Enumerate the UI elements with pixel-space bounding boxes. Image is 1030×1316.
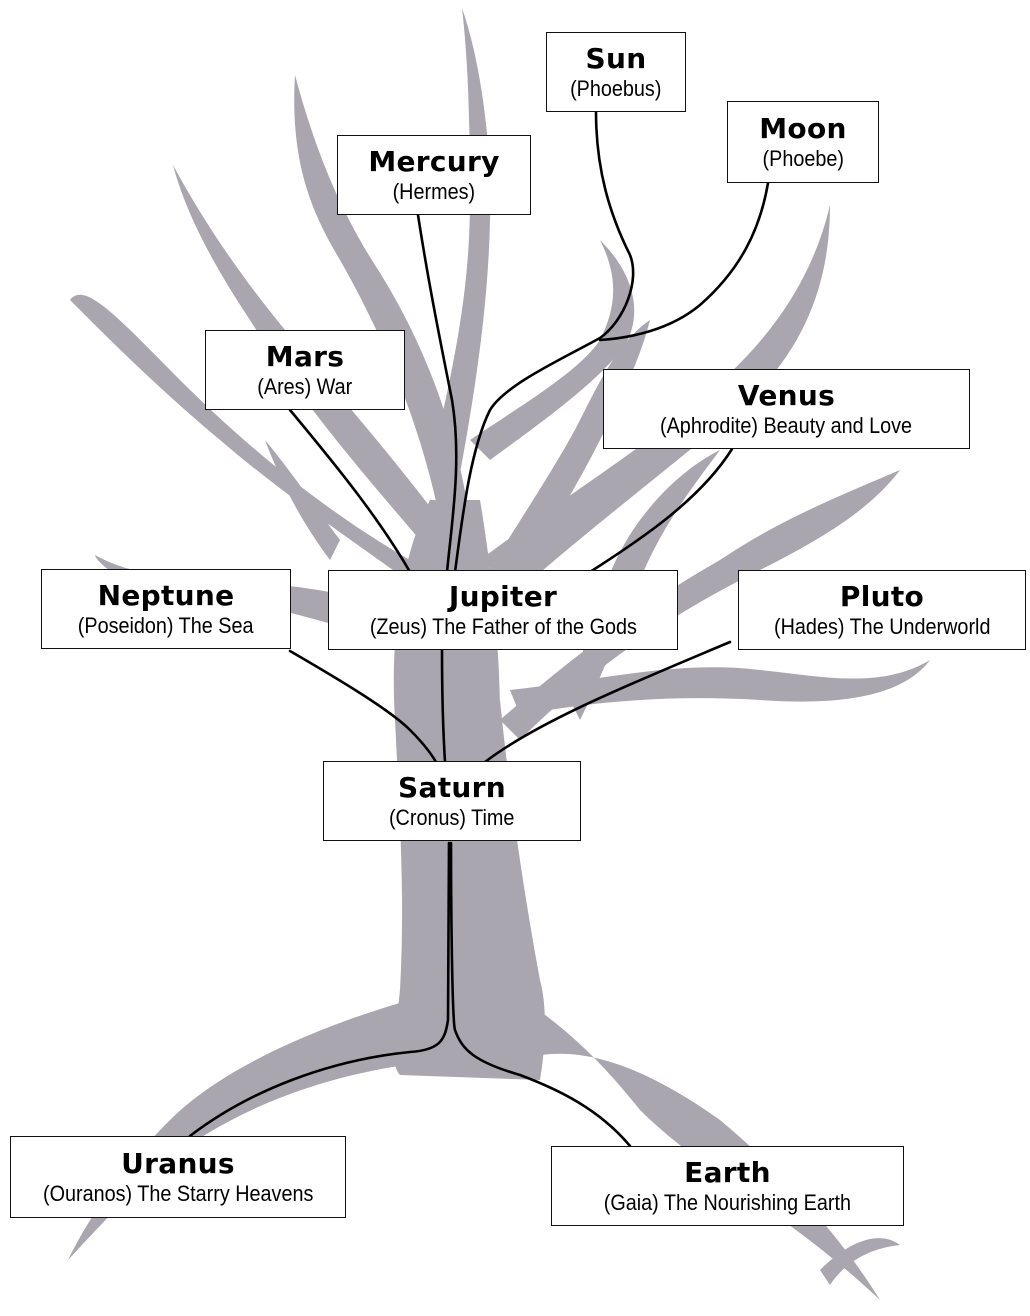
node-saturn-sub: (Cronus) Time bbox=[389, 805, 515, 830]
edge-mercury-to-jupiter bbox=[416, 213, 458, 574]
node-mercury-sub: (Hermes) bbox=[392, 179, 476, 204]
node-neptune-sub: (Poseidon) The Sea bbox=[78, 613, 254, 638]
branch-upper-mid bbox=[294, 75, 470, 520]
edge-jupiter-to-saturn bbox=[440, 648, 447, 764]
node-uranus-sub: (Ouranos) The Starry Heavens bbox=[42, 1181, 314, 1206]
branch-center-up bbox=[570, 450, 720, 720]
branch-right-low bbox=[500, 470, 900, 740]
branch-far-left bbox=[173, 165, 440, 540]
branch-right-lower bbox=[510, 660, 930, 715]
node-mars: Mars (Ares) War bbox=[205, 330, 405, 410]
node-venus-name: Venus bbox=[737, 379, 836, 412]
node-sun-name: Sun bbox=[585, 42, 647, 75]
node-saturn: Saturn (Cronus) Time bbox=[323, 761, 581, 841]
node-earth-sub: (Gaia) The Nourishing Earth bbox=[603, 1190, 852, 1215]
node-moon-name: Moon bbox=[759, 112, 847, 145]
branch-right-upper bbox=[470, 240, 635, 460]
root-right-small bbox=[820, 1238, 900, 1285]
node-earth-name: Earth bbox=[684, 1156, 771, 1189]
node-venus: Venus (Aphrodite) Beauty and Love bbox=[603, 369, 970, 449]
node-mars-name: Mars bbox=[265, 340, 345, 373]
node-uranus: Uranus (Ouranos) The Starry Heavens bbox=[10, 1136, 346, 1218]
node-venus-sub: (Aphrodite) Beauty and Love bbox=[660, 413, 913, 438]
node-neptune: Neptune (Poseidon) The Sea bbox=[41, 569, 291, 649]
edge-venus-to-jupiter bbox=[588, 447, 734, 574]
connector-lines bbox=[188, 110, 770, 1148]
node-mars-sub: (Ares) War bbox=[257, 374, 353, 399]
node-mercury-name: Mercury bbox=[368, 145, 500, 178]
node-pluto-name: Pluto bbox=[839, 580, 925, 613]
node-jupiter-name: Jupiter bbox=[448, 580, 558, 613]
branch-left-low bbox=[70, 294, 420, 590]
edge-uranus-to-saturn bbox=[188, 841, 451, 1138]
root-right bbox=[500, 985, 880, 1300]
edge-sun-to-jupiter bbox=[453, 110, 635, 574]
root-left bbox=[68, 1000, 430, 1260]
node-jupiter: Jupiter (Zeus) The Father of the Gods bbox=[328, 570, 678, 650]
edge-moon-to-jupiter bbox=[598, 181, 770, 342]
node-moon: Moon (Phoebe) bbox=[727, 101, 879, 183]
node-uranus-name: Uranus bbox=[121, 1147, 235, 1180]
node-sun: Sun (Phoebus) bbox=[546, 32, 686, 112]
node-saturn-name: Saturn bbox=[398, 771, 506, 804]
edge-earth-to-saturn bbox=[449, 841, 632, 1148]
edge-pluto-to-saturn bbox=[483, 640, 732, 764]
node-neptune-name: Neptune bbox=[97, 579, 235, 612]
node-mercury: Mercury (Hermes) bbox=[337, 135, 531, 215]
node-pluto-sub: (Hades) The Underworld bbox=[773, 614, 991, 639]
edge-mars-to-jupiter bbox=[288, 408, 412, 574]
node-jupiter-sub: (Zeus) The Father of the Gods bbox=[369, 614, 637, 639]
node-earth: Earth (Gaia) The Nourishing Earth bbox=[551, 1146, 904, 1226]
branch-top bbox=[430, 8, 491, 500]
node-moon-sub: (Phoebe) bbox=[762, 146, 844, 171]
node-sun-sub: (Phoebus) bbox=[570, 76, 662, 101]
edge-neptune-to-saturn bbox=[288, 649, 438, 764]
branch-lower-left-stub bbox=[265, 440, 340, 560]
node-pluto: Pluto (Hades) The Underworld bbox=[738, 570, 1026, 650]
